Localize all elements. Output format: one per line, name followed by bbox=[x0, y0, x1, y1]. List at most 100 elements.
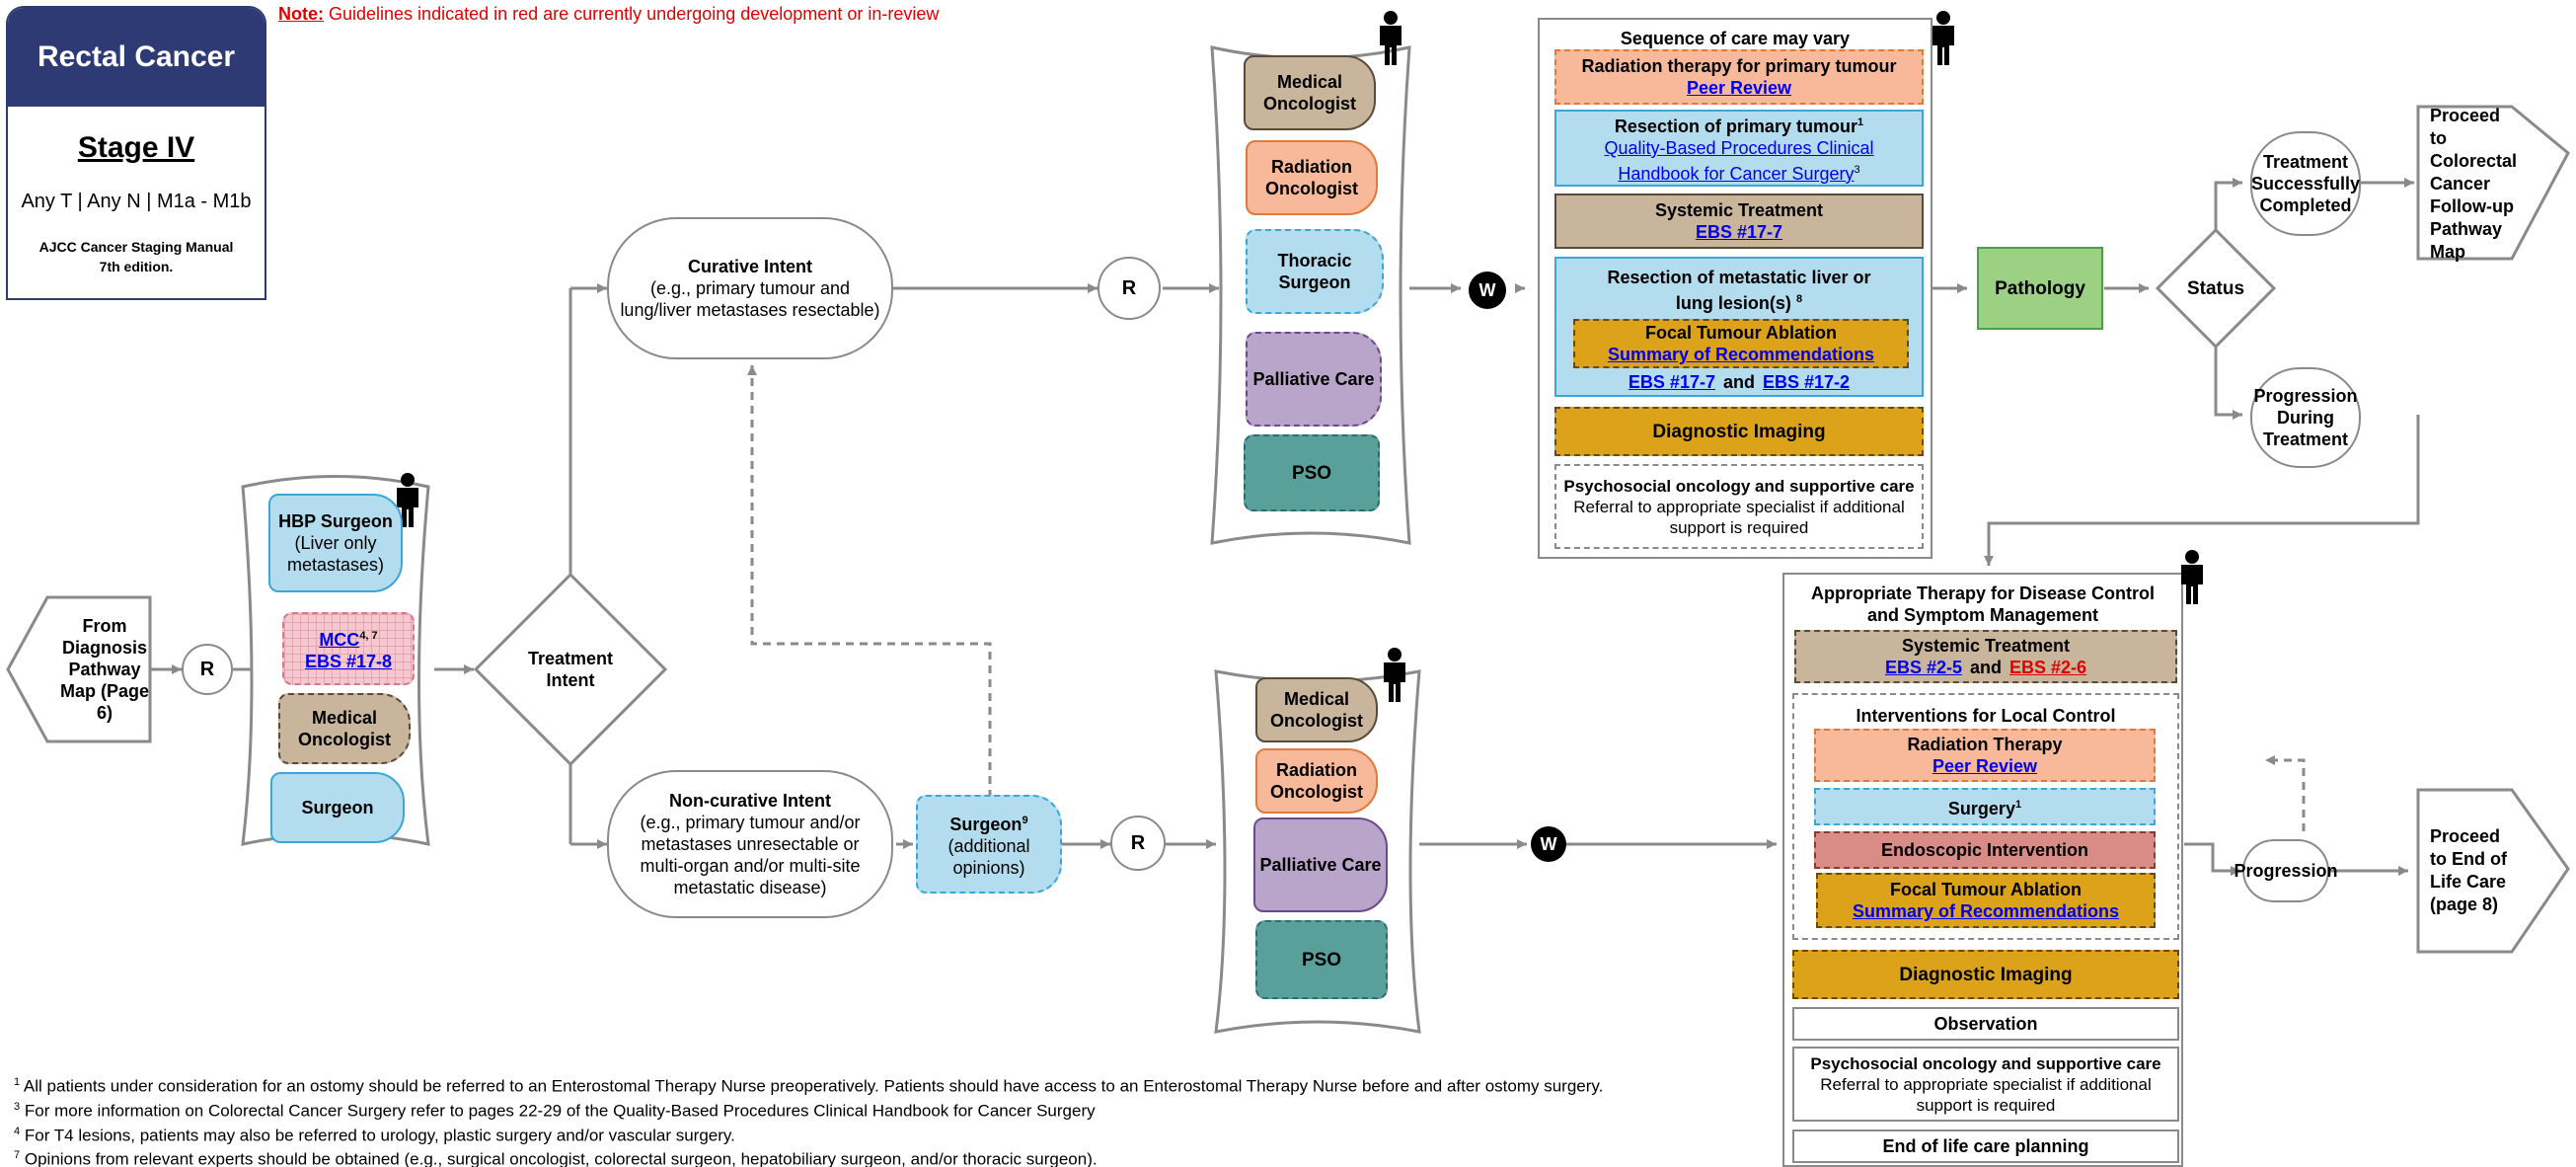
top-radiation-oncologist: Radiation Oncologist bbox=[1246, 140, 1378, 215]
seq-resection-primary: Resection of primary tumour1 Quality-Bas… bbox=[1554, 110, 1924, 187]
therapy-systemic: Systemic Treatment EBS #2-5 and EBS #2-6 bbox=[1794, 630, 2177, 683]
seq-fta-title: Focal Tumour Ablation bbox=[1645, 323, 1837, 343]
qbp-handbook-link[interactable]: Quality-Based Procedures Clinical Handbo… bbox=[1604, 138, 1874, 184]
local-endoscopic: Endoscopic Intervention bbox=[1814, 831, 2156, 869]
treatment-intent-label: Treatment Intent bbox=[527, 649, 614, 690]
seq-met-ebs-17-2-link[interactable]: EBS #17-2 bbox=[1763, 372, 1851, 392]
mcc-link[interactable]: MCC bbox=[319, 630, 360, 650]
therapy-title: Appropriate Therapy for Disease Control … bbox=[1810, 584, 2156, 625]
ebs-2-6-link[interactable]: EBS #2-6 bbox=[2009, 658, 2087, 677]
bottom-palliative-care: Palliative Care bbox=[1253, 817, 1388, 912]
seq-fta-link[interactable]: Summary of Recommendations bbox=[1607, 345, 1875, 364]
person-icon bbox=[1376, 10, 1405, 65]
hbp-title: HBP Surgeon bbox=[278, 511, 393, 531]
curative-title: Curative Intent bbox=[687, 257, 813, 276]
local-fta-link[interactable]: Summary of Recommendations bbox=[1852, 901, 2120, 921]
team-medical-oncologist: Medical Oncologist bbox=[278, 693, 411, 764]
footnote-4-text: For T4 lesions, patients may also be ref… bbox=[24, 1126, 735, 1145]
footnote-4: 4 For T4 lesions, patients may also be r… bbox=[14, 1122, 735, 1146]
referral-node: R bbox=[182, 644, 233, 695]
therapy-diagnostic-imaging: Diagnostic Imaging bbox=[1792, 950, 2179, 999]
seq-ebs-17-7-link[interactable]: EBS #17-7 bbox=[1695, 222, 1783, 242]
therapy-psycho-sub: Referral to appropriate specialist if ad… bbox=[1820, 1074, 2152, 1115]
person-icon bbox=[1380, 647, 1409, 702]
note-label: Note: bbox=[278, 4, 324, 24]
top-referral-node: R bbox=[1098, 257, 1161, 320]
seq-psycho-sub: Referral to appropriate specialist if ad… bbox=[1573, 497, 1905, 537]
top-palliative-care: Palliative Care bbox=[1246, 332, 1382, 427]
end-of-life-link[interactable]: Proceed to End of Life Care (page 8) bbox=[2430, 826, 2507, 914]
ebs-17-8-link[interactable]: EBS #17-8 bbox=[304, 652, 393, 671]
seq-psychosocial: Psychosocial oncology and supportive car… bbox=[1554, 464, 1924, 549]
hbp-surgeon-box: HBP Surgeon (Liver only metastases) bbox=[268, 494, 403, 592]
seq-focal-tumour-ablation: Focal Tumour Ablation Summary of Recomme… bbox=[1573, 319, 1909, 368]
footnote-3-num: 3 bbox=[14, 1101, 21, 1113]
noncurative-title: Non-curative Intent bbox=[668, 791, 831, 811]
bottom-pso: PSO bbox=[1255, 920, 1388, 999]
progression-node: Progression bbox=[2234, 839, 2338, 902]
mcc-sup: 4, 7 bbox=[359, 630, 378, 642]
top-medical-oncologist: Medical Oncologist bbox=[1244, 55, 1376, 130]
curative-sub: (e.g., primary tumour and lung/liver met… bbox=[620, 278, 880, 320]
surgeon-additional-opinions: Surgeon9 (additional opinions) bbox=[916, 795, 1062, 894]
local-control-title: Interventions for Local Control bbox=[1856, 706, 2116, 726]
seq-met-and: and bbox=[1722, 372, 1755, 392]
seq-rt-peer-review-link[interactable]: Peer Review bbox=[1686, 78, 1792, 98]
seq-systemic-treatment: Systemic Treatment EBS #17-7 bbox=[1554, 194, 1924, 249]
therapy-systemic-title: Systemic Treatment bbox=[1901, 636, 2071, 656]
stage-card: Rectal Cancer Stage IV Any T | Any N | M… bbox=[6, 6, 266, 300]
surgeon9-sup: 9 bbox=[1022, 815, 1028, 826]
local-surgery-label: Surgery bbox=[1947, 799, 2015, 818]
footnote-7: 7 Opinions from relevant experts should … bbox=[14, 1145, 1098, 1167]
qbp-sup: 3 bbox=[1854, 164, 1860, 176]
bottom-wait-node: W bbox=[1531, 826, 1566, 862]
seq-psycho-title: Psychosocial oncology and supportive car… bbox=[1563, 476, 1915, 496]
seq-radiation-primary: Radiation therapy for primary tumour Pee… bbox=[1554, 49, 1924, 105]
mcc-box: MCC4, 7 EBS #17-8 bbox=[282, 612, 415, 685]
footnote-1: 1 All patients under consideration for a… bbox=[14, 1072, 1603, 1097]
local-rt-title: Radiation Therapy bbox=[1907, 735, 2063, 754]
note-text: Guidelines indicated in red are currentl… bbox=[324, 4, 940, 24]
therapy-psychosocial: Psychosocial oncology and supportive car… bbox=[1792, 1047, 2179, 1122]
curative-intent-node: Curative Intent (e.g., primary tumour an… bbox=[607, 217, 893, 359]
seq-resection-title: Resection of primary tumour bbox=[1614, 117, 1857, 136]
seq-met-ebs-17-7-link[interactable]: EBS #17-7 bbox=[1628, 372, 1715, 392]
therapy-eol-planning: End of life care planning bbox=[1792, 1129, 2179, 1163]
ajcc-reference: AJCC Cancer Staging Manual 7th edition. bbox=[38, 238, 234, 274]
footnote-1-num: 1 bbox=[14, 1076, 21, 1088]
person-icon bbox=[2177, 549, 2207, 604]
seq-rt-title: Radiation therapy for primary tumour bbox=[1581, 56, 1897, 76]
footnote-4-num: 4 bbox=[14, 1126, 21, 1137]
local-fta-title: Focal Tumour Ablation bbox=[1890, 880, 2082, 899]
bottom-medical-oncologist: Medical Oncologist bbox=[1255, 677, 1378, 742]
tnm-row: Any T | Any N | M1a - M1b bbox=[21, 190, 252, 212]
tnm-t: Any T bbox=[21, 190, 72, 212]
guideline-note: Note: Guidelines indicated in red are cu… bbox=[278, 4, 939, 25]
top-wait-node: W bbox=[1469, 272, 1506, 309]
footnote-7-text: Opinions from relevant experts should be… bbox=[24, 1149, 1098, 1167]
seq-met-sup: 8 bbox=[1795, 293, 1803, 305]
therapy-and: and bbox=[1969, 658, 2002, 677]
sequence-title: Sequence of care may vary bbox=[1620, 29, 1851, 48]
team-surgeon: Surgeon bbox=[270, 772, 405, 843]
title-banner: Rectal Cancer bbox=[8, 8, 265, 107]
stage-label: Stage IV bbox=[77, 130, 195, 164]
footnote-7-num: 7 bbox=[14, 1149, 21, 1161]
noncurative-intent-node: Non-curative Intent (e.g., primary tumou… bbox=[607, 770, 893, 918]
local-rt-peer-review-link[interactable]: Peer Review bbox=[1932, 756, 2038, 776]
surgeon9-title: Surgeon bbox=[949, 815, 1023, 834]
follow-up-link[interactable]: Proceed to Colorectal Cancer Follow-up P… bbox=[2430, 106, 2518, 262]
therapy-observation: Observation bbox=[1792, 1007, 2179, 1041]
local-surgery-sup: 1 bbox=[2014, 799, 2022, 811]
seq-met-title: Resection of metastatic liver or lung le… bbox=[1607, 268, 1871, 313]
footnote-3: 3 For more information on Colorectal Can… bbox=[14, 1097, 1096, 1122]
pathology-box: Pathology bbox=[1977, 247, 2103, 330]
status-label: Status bbox=[2186, 277, 2245, 299]
ebs-2-5-link[interactable]: EBS #2-5 bbox=[1884, 658, 1962, 677]
local-surgery: Surgery1 bbox=[1814, 788, 2156, 825]
footnote-3-text: For more information on Colorectal Cance… bbox=[24, 1101, 1096, 1121]
footnote-1-text: All patients under consideration for an … bbox=[23, 1076, 1604, 1096]
from-diagnosis-link[interactable]: From Diagnosis Pathway Map (Page 6) bbox=[59, 616, 150, 723]
noncurative-sub: (e.g., primary tumour and/or metastases … bbox=[640, 813, 861, 897]
